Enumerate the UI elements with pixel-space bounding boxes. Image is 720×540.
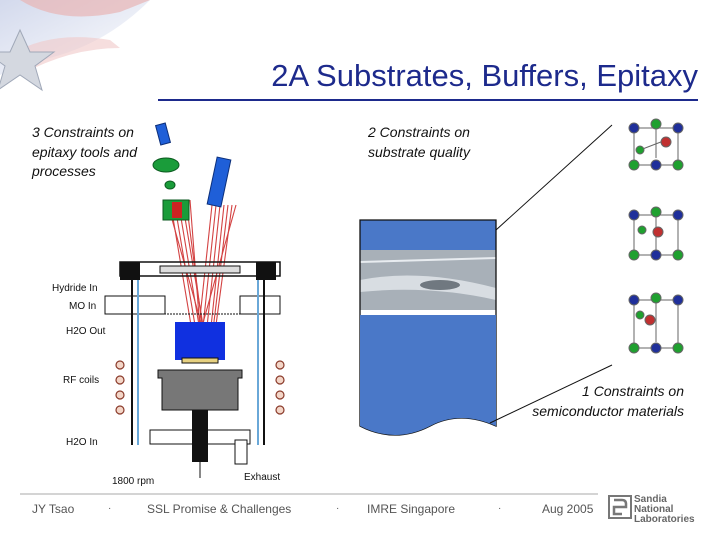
mo-in-label: MO In xyxy=(69,301,97,312)
laser-source-small xyxy=(154,122,172,146)
laser-source-large xyxy=(206,156,232,208)
footer-talk-title: SSL Promise & Challenges xyxy=(147,502,292,516)
crystal-structure-3 xyxy=(628,292,684,354)
footer-separator-1: · xyxy=(108,503,112,514)
rpm-label: 1800 rpm xyxy=(112,476,155,487)
footer-separator-2: · xyxy=(336,503,340,514)
footer-venue: IMRE Singapore xyxy=(367,502,456,516)
lens-lower xyxy=(164,180,176,190)
footer-separator-3: · xyxy=(498,503,502,514)
sandia-logo-text: Sandia National Laboratories xyxy=(634,495,695,525)
h2o-out-label: H2O Out xyxy=(66,326,106,337)
rf-coil-left xyxy=(115,360,125,415)
rf-coils-label: RF coils xyxy=(63,375,100,386)
footer-author: JY Tsao xyxy=(32,502,75,516)
logo-line-1: Sandia xyxy=(634,494,667,505)
slide-title: 2A Substrates, Buffers, Epitaxy xyxy=(271,58,698,93)
footer-date: Aug 2005 xyxy=(542,502,594,516)
lens-upper xyxy=(152,157,180,173)
sandia-logo-mark xyxy=(608,495,632,519)
crystal-structure-2 xyxy=(628,206,684,261)
h2o-in-label: H2O In xyxy=(66,437,98,448)
hydride-in-label: Hydride In xyxy=(52,283,98,294)
title-divider xyxy=(158,99,698,101)
flag-star-logo xyxy=(0,0,150,92)
epitaxy-constraints-note: 3 Constraints on epitaxy tools and proce… xyxy=(32,124,138,179)
crystal-structure-1 xyxy=(628,118,684,171)
substrate-photo xyxy=(359,220,497,310)
rf-coil-right xyxy=(275,360,285,415)
exhaust-label: Exhaust xyxy=(244,472,281,483)
materials-constraints-note: 1 Constraints on semiconductor materials xyxy=(532,383,684,419)
logo-line-3: Laboratories xyxy=(634,514,695,525)
substrate-constraints-note: 2 Constraints on substrate quality xyxy=(368,124,470,160)
logo-line-2: National xyxy=(634,504,674,515)
